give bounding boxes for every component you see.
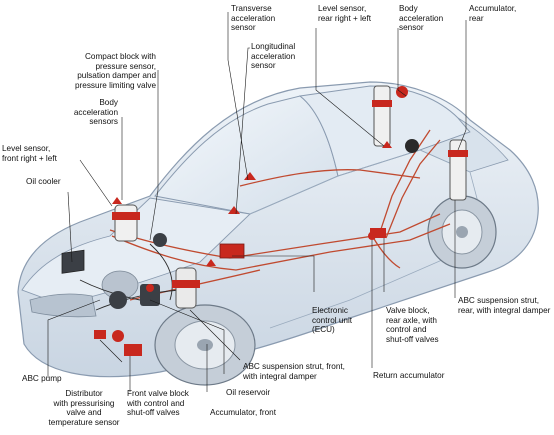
rear-wheel	[427, 195, 497, 269]
label-distributor: Distributor with pressurising valve and …	[48, 389, 120, 427]
wiring-lines	[79, 243, 181, 311]
label-valve-block-rear: Valve block, rear axle, with control and…	[386, 306, 439, 344]
return-accumulator	[368, 232, 376, 240]
label-accumulator-front: Accumulator, front	[210, 408, 276, 417]
car-hood	[21, 197, 251, 305]
label-return-accumulator: Return accumulator	[373, 371, 445, 380]
valve-blocks	[94, 228, 386, 356]
label-level-sensor-rear: Level sensor, rear right + left	[318, 4, 372, 23]
oil-cooler	[61, 249, 85, 274]
pump-and-reservoir	[109, 233, 167, 309]
label-front-valve-block: Front valve block with control and shut-…	[127, 389, 189, 418]
label-abc-strut-front: ABC suspension strut, front, with integr…	[243, 362, 345, 381]
label-abc-pump: ABC pump	[22, 374, 62, 383]
label-compact-block: Compact block with pressure sensor, puls…	[75, 52, 156, 90]
ecu	[219, 243, 245, 259]
rear-suspension-struts	[372, 85, 468, 201]
label-longitudinal-acceleration-sensor: Longitudinal acceleration sensor	[251, 42, 296, 71]
label-accumulator-rear: Accumulator, rear	[469, 4, 517, 23]
leader-lines	[47, 12, 467, 392]
sensors	[112, 141, 392, 266]
label-ecu: Electronic control unit (ECU)	[312, 306, 353, 335]
label-body-acceleration-sensors-front: Body acceleration sensors	[73, 98, 118, 127]
label-oil-reservoir: Oil reservoir	[226, 388, 271, 397]
car-grille	[29, 293, 97, 318]
front-suspension-strut	[112, 204, 200, 309]
label-level-sensor-front: Level sensor, front right + left	[2, 144, 57, 163]
label-transverse-acceleration-sensor: Transverse acceleration sensor	[231, 4, 276, 33]
label-abc-strut-rear: ABC suspension strut, rear, with integra…	[458, 296, 551, 315]
car-door-lines	[249, 149, 489, 329]
front-wheel	[154, 304, 256, 386]
label-oil-cooler: Oil cooler	[26, 177, 61, 186]
label-body-acceleration-sensor-rear: Body acceleration sensor	[399, 4, 444, 33]
